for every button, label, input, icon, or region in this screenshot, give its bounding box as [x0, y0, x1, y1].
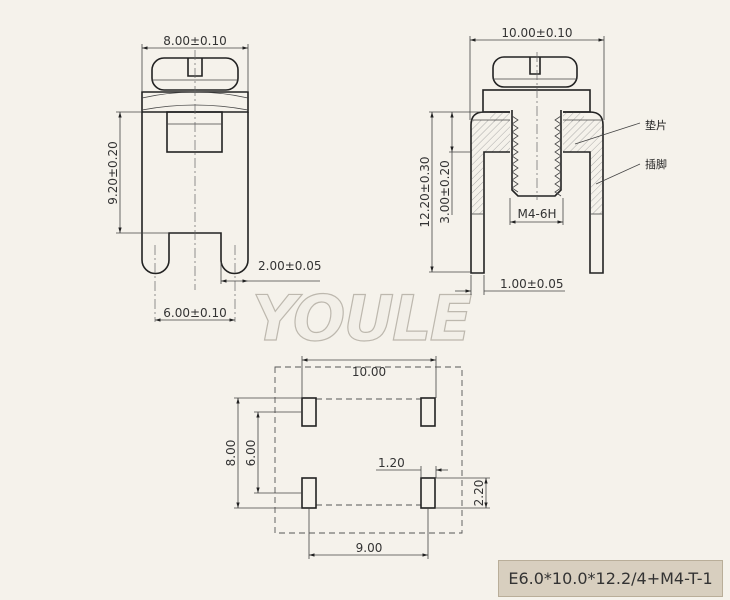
part-number-label: E6.0*10.0*12.2/4+M4-T-1 — [498, 560, 723, 597]
dim-bottom-spacing: 9.00 — [356, 541, 383, 555]
dim-pin-spacing: 6.00±0.10 — [163, 306, 227, 320]
dim-y-inner: 6.00 — [244, 440, 258, 467]
dim-front-height: 9.20±0.20 — [106, 141, 120, 205]
dim-side-width: 10.00±0.10 — [501, 26, 572, 40]
dim-pin-thickness: 1.00±0.05 — [500, 277, 564, 291]
dim-front-width: 8.00±0.10 — [163, 34, 227, 48]
pad — [420, 397, 436, 427]
pad — [301, 397, 317, 427]
pcb-footprint: 10.00 8.00 6.00 9.00 1.20 2.20 — [224, 356, 490, 559]
dim-y-outer: 8.00 — [224, 440, 238, 467]
label-pin: 插脚 — [645, 157, 667, 171]
pad — [420, 477, 436, 509]
dim-plate-thickness: 3.00±0.20 — [438, 160, 452, 224]
dim-x-spacing: 10.00 — [352, 365, 386, 379]
pad — [301, 477, 317, 509]
dim-pin-width: 2.00±0.05 — [258, 259, 322, 273]
dim-pad-length: 2.20 — [472, 480, 486, 507]
front-view: 8.00±0.10 9.20±0.20 6.00±0.10 2.00±0.05 — [106, 34, 322, 322]
dim-side-height: 12.20±0.30 — [418, 156, 432, 227]
watermark-logo: YOULE — [252, 282, 472, 355]
dim-thread: M4-6H — [518, 207, 557, 221]
side-view: 10.00±0.10 12.20±0.30 3.00±0.20 M4-6H 1.… — [418, 26, 667, 295]
label-washer: 垫片 — [645, 118, 667, 132]
dim-pad-width: 1.20 — [378, 456, 405, 470]
